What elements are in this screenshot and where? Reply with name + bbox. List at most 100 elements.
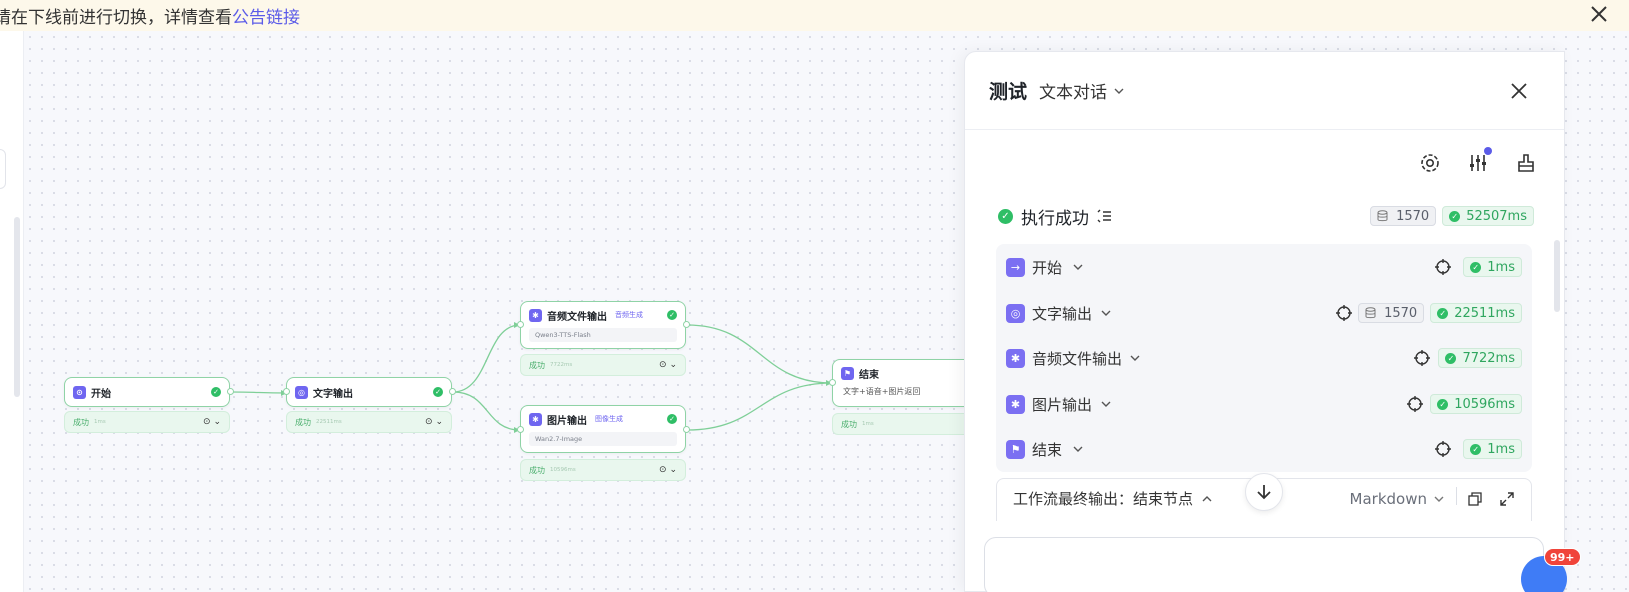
panel-title: 测试 (989, 81, 1028, 103)
node-tag: 音频生成 (615, 311, 643, 319)
success-icon: ✓ (998, 208, 1013, 224)
node-time: ✓7722ms (1438, 348, 1522, 368)
divider (1456, 487, 1457, 505)
success-icon: ✓ (1470, 261, 1482, 273)
start-icon: ⊙ (73, 385, 86, 399)
left-sidebar (0, 31, 24, 592)
text-output-icon: ◎ (1006, 303, 1025, 323)
arrow-down-icon (1257, 485, 1271, 500)
broom-icon[interactable] (1515, 152, 1537, 174)
sidebar-scrollbar[interactable] (14, 217, 20, 397)
panel-scrollbar[interactable] (1554, 240, 1560, 312)
notification-badge: 99+ (1544, 548, 1581, 566)
sliders-icon[interactable] (1467, 152, 1489, 174)
image-icon: ✱ (529, 412, 542, 426)
node-port[interactable] (283, 388, 290, 395)
node-audio-output[interactable]: ✱ 音频文件输出音频生成 ✓ Qwen3-TTS-Flash (520, 301, 686, 349)
flag-icon: ⚑ (1006, 439, 1025, 459)
chevron-down-icon[interactable] (1072, 443, 1084, 455)
database-icon (1365, 307, 1376, 319)
node-port[interactable] (683, 321, 690, 328)
node-title: 文字输出 (313, 388, 353, 400)
list-item[interactable]: ✱ 音频文件输出 ✓7722ms (996, 340, 1532, 376)
chevron-up-icon[interactable] (1201, 493, 1213, 505)
success-icon: ✓ (211, 387, 221, 397)
chevron-down-icon[interactable] (1113, 85, 1125, 97)
success-icon: ✓ (433, 387, 443, 397)
node-port[interactable] (683, 426, 690, 433)
node-end[interactable]: ⚑ 结束 文字+语音+图片返回 (832, 359, 982, 407)
locate-icon[interactable] (1434, 440, 1452, 458)
chevron-down-icon[interactable] (1072, 261, 1084, 273)
chevron-down-icon[interactable] (1433, 493, 1445, 505)
close-icon[interactable] (1508, 80, 1530, 102)
settings-icon[interactable] (1419, 152, 1441, 174)
node-title: 结束 (859, 369, 879, 381)
node-tools-icon[interactable]: ⊙ ⌄ (659, 465, 677, 475)
node-text-output[interactable]: ◎ 文字输出 ✓ (286, 377, 452, 407)
success-icon: ✓ (667, 414, 677, 424)
notification-dot (1484, 147, 1492, 155)
exec-status-text: 执行成功 (1021, 208, 1089, 229)
node-image-output[interactable]: ✱图片输出图像生成✓ Wan2.7-Image (520, 405, 686, 453)
chevron-down-icon[interactable] (1100, 398, 1112, 410)
flag-icon: ⚑ (841, 366, 854, 380)
list-item[interactable]: ✱ 图片输出 ✓10596ms (996, 386, 1532, 422)
node-tools-icon[interactable]: ⊙ ⌄ (425, 417, 443, 427)
locate-icon[interactable] (1406, 395, 1424, 413)
chat-input[interactable] (984, 537, 1544, 592)
list-item[interactable]: ⚑ 结束 ✓1ms (996, 431, 1532, 467)
node-port[interactable] (449, 388, 456, 395)
node-tag: 图像生成 (595, 415, 623, 423)
success-icon: ✓ (1445, 352, 1457, 364)
node-tools-icon[interactable]: ⊙ ⌄ (203, 417, 221, 427)
text-output-icon: ◎ (295, 385, 308, 399)
list-item[interactable]: ◎ 文字输出 1570 ✓22511ms (996, 295, 1532, 331)
list-icon[interactable] (1096, 208, 1112, 224)
success-icon: ✓ (1437, 398, 1449, 410)
node-model: Qwen3-TTS-Flash (529, 328, 677, 342)
notice-link[interactable]: 公告链接 (232, 8, 300, 28)
node-start[interactable]: ⊙开始✓ (64, 377, 230, 407)
node-tokens: 1570 (1358, 303, 1425, 323)
token-count: 1570 (1370, 206, 1437, 226)
expand-icon[interactable] (1499, 491, 1515, 507)
copy-icon[interactable] (1467, 491, 1483, 507)
node-run-list: → 开始 ✓1ms ◎ 文字输出 1570 ✓22511ms ✱ 音频文件输出 … (996, 244, 1532, 472)
node-desc: 文字+语音+图片返回 (843, 387, 921, 396)
final-output-label: 工作流最终输出：结束节点 (1013, 490, 1194, 508)
success-icon: ✓ (667, 310, 677, 320)
scroll-down-button[interactable] (1245, 473, 1283, 511)
locate-icon[interactable] (1335, 304, 1353, 322)
close-icon[interactable] (1587, 2, 1611, 26)
format-select[interactable]: Markdown (1349, 489, 1427, 508)
node-port[interactable] (517, 321, 524, 328)
chevron-down-icon[interactable] (1129, 352, 1141, 364)
node-tools-icon[interactable]: ⊙ ⌄ (659, 360, 677, 370)
node-port[interactable] (829, 379, 836, 386)
node-port[interactable] (227, 388, 234, 395)
list-item[interactable]: → 开始 ✓1ms (996, 249, 1532, 285)
mode-select[interactable]: 文本对话 (1039, 83, 1108, 103)
chevron-down-icon[interactable] (1100, 307, 1112, 319)
panel-header: 测试 文本对话 (965, 52, 1564, 130)
sidebar-toggle[interactable] (0, 149, 6, 189)
node-time: ✓1ms (1463, 257, 1522, 277)
final-output-body (996, 507, 1532, 521)
node-time: ✓1ms (1463, 439, 1522, 459)
locate-icon[interactable] (1413, 349, 1431, 367)
node-port[interactable] (517, 426, 524, 433)
node-title: 图片输出 (547, 415, 587, 427)
database-icon (1377, 210, 1388, 222)
exec-status: ✓ 执行成功 1570 ✓52507ms (998, 204, 1534, 229)
audio-icon: ✱ (1006, 348, 1025, 368)
success-icon: ✓ (1437, 307, 1449, 319)
locate-icon[interactable] (1434, 258, 1452, 276)
audio-icon: ✱ (529, 308, 542, 322)
node-title: 音频文件输出 (547, 311, 607, 323)
start-icon: → (1006, 257, 1025, 277)
